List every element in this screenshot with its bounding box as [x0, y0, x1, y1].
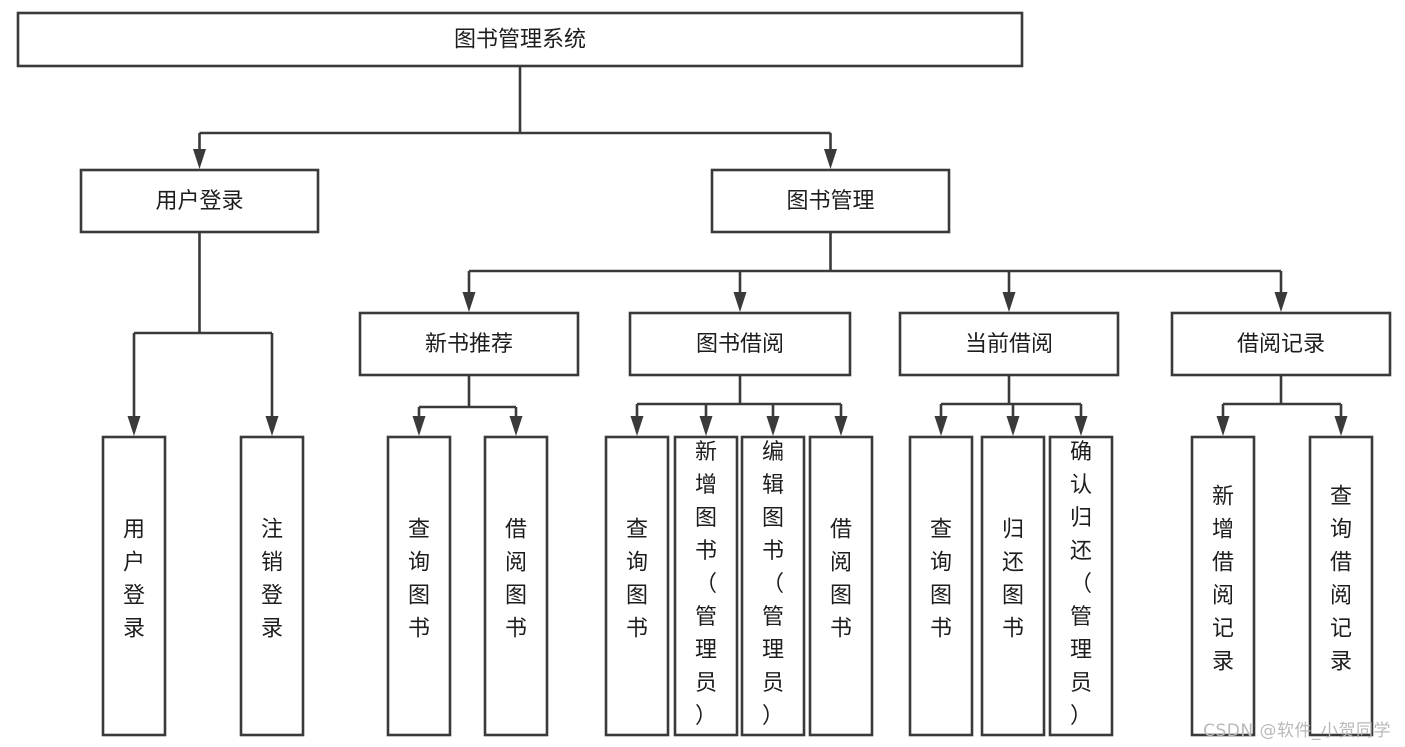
arrow-head-icon — [1334, 416, 1348, 436]
node-box[interactable] — [386, 435, 452, 737]
node-box[interactable] — [898, 311, 1120, 377]
node-box[interactable] — [79, 168, 320, 234]
node-label: 借阅图书 — [505, 518, 527, 642]
nodes-layer: 图书管理系统用户登录图书管理新书推荐图书借阅当前借阅借阅记录用户登录注销登录查询… — [16, 11, 1392, 737]
node-box[interactable] — [1190, 435, 1256, 737]
node-label: 新书推荐 — [425, 332, 513, 357]
node-label: 新增借阅记录 — [1212, 485, 1234, 675]
node-box[interactable] — [1048, 435, 1114, 737]
node-label: 确认归还（管理员） — [1070, 440, 1092, 729]
node-n-borrow-record[interactable]: 借阅记录 — [1170, 311, 1392, 377]
node-label: 编辑图书（管理员） — [762, 440, 784, 729]
arrow-head-icon — [1006, 416, 1020, 436]
node-box[interactable] — [628, 311, 852, 377]
arrow-head-icon — [824, 149, 837, 169]
arrow-head-icon — [127, 416, 141, 436]
edge-group-n_book_manage — [462, 232, 1288, 312]
node-label: 归还图书 — [1002, 518, 1024, 642]
node-l-borrow-book-2[interactable]: 借阅图书 — [808, 435, 874, 737]
edge-group-n_user_login — [127, 232, 279, 436]
node-label: 图书借阅 — [696, 332, 784, 357]
node-box[interactable] — [673, 435, 739, 737]
watermark-label: CSDN @软件_小贺同学 — [1203, 721, 1391, 741]
node-label: 图书管理 — [786, 189, 874, 214]
arrow-head-icon — [1002, 292, 1016, 312]
node-l-logout[interactable]: 注销登录 — [239, 435, 305, 737]
node-l-edit-book[interactable]: 编辑图书（管理员） — [740, 435, 806, 737]
node-box[interactable] — [808, 435, 874, 737]
arrow-head-icon — [934, 416, 948, 436]
node-label: 查询图书 — [408, 518, 430, 642]
arrow-head-icon — [1274, 292, 1288, 312]
node-box[interactable] — [101, 435, 167, 737]
edge-group-n_current_borrow — [934, 375, 1088, 436]
node-label: 借阅记录 — [1237, 332, 1325, 357]
node-label: 借阅图书 — [830, 518, 852, 642]
node-label: 注销登录 — [261, 518, 283, 642]
node-box[interactable] — [483, 435, 549, 737]
node-label: 图书管理系统 — [454, 28, 586, 53]
node-box[interactable] — [604, 435, 670, 737]
node-l-query-book-1[interactable]: 查询图书 — [386, 435, 452, 737]
arrow-head-icon — [462, 292, 476, 312]
node-l-query-record[interactable]: 查询借阅记录 — [1308, 435, 1374, 737]
node-box[interactable] — [980, 435, 1046, 737]
node-label: 用户登录 — [123, 518, 145, 642]
node-l-borrow-book-1[interactable]: 借阅图书 — [483, 435, 549, 737]
node-box[interactable] — [710, 168, 951, 234]
node-l-add-record[interactable]: 新增借阅记录 — [1190, 435, 1256, 737]
node-box[interactable] — [16, 11, 1024, 68]
node-label: 当前借阅 — [965, 332, 1053, 357]
edge-group-n_borrow_record — [1216, 375, 1348, 436]
edge-group-n_new_book_rec — [412, 375, 523, 436]
node-l-return-book[interactable]: 归还图书 — [980, 435, 1046, 737]
node-box[interactable] — [1170, 311, 1392, 377]
node-l-query-book-3[interactable]: 查询图书 — [908, 435, 974, 737]
edges-layer — [127, 66, 1348, 436]
node-box[interactable] — [908, 435, 974, 737]
arrow-head-icon — [766, 416, 780, 436]
node-n-book-manage[interactable]: 图书管理 — [710, 168, 951, 234]
node-box[interactable] — [239, 435, 305, 737]
arrow-head-icon — [509, 416, 523, 436]
node-box[interactable] — [740, 435, 806, 737]
arrow-head-icon — [1216, 416, 1230, 436]
node-n-user-login[interactable]: 用户登录 — [79, 168, 320, 234]
node-n-current-borrow[interactable]: 当前借阅 — [898, 311, 1120, 377]
arrow-head-icon — [412, 416, 426, 436]
arrow-head-icon — [193, 149, 206, 169]
node-l-confirm-return[interactable]: 确认归还（管理员） — [1048, 435, 1114, 737]
arrow-head-icon — [265, 416, 279, 436]
node-l-query-book-2[interactable]: 查询图书 — [604, 435, 670, 737]
node-label: 查询图书 — [626, 518, 648, 642]
arrow-head-icon — [630, 416, 644, 436]
arrow-head-icon — [1074, 416, 1088, 436]
node-label: 查询图书 — [930, 518, 952, 642]
node-label: 用户登录 — [155, 189, 243, 214]
arrow-head-icon — [834, 416, 848, 436]
edge-group-root — [193, 66, 837, 169]
arrow-head-icon — [699, 416, 713, 436]
node-n-new-book-rec[interactable]: 新书推荐 — [358, 311, 580, 377]
edge-group-n_book_borrow — [630, 375, 848, 436]
node-l-add-book[interactable]: 新增图书（管理员） — [673, 435, 739, 737]
node-label: 新增图书（管理员） — [695, 440, 717, 729]
arrow-head-icon — [733, 292, 747, 312]
node-root[interactable]: 图书管理系统 — [16, 11, 1024, 68]
node-n-book-borrow[interactable]: 图书借阅 — [628, 311, 852, 377]
node-box[interactable] — [1308, 435, 1374, 737]
node-box[interactable] — [358, 311, 580, 377]
node-l-user-login[interactable]: 用户登录 — [101, 435, 167, 737]
node-label: 查询借阅记录 — [1330, 485, 1352, 675]
